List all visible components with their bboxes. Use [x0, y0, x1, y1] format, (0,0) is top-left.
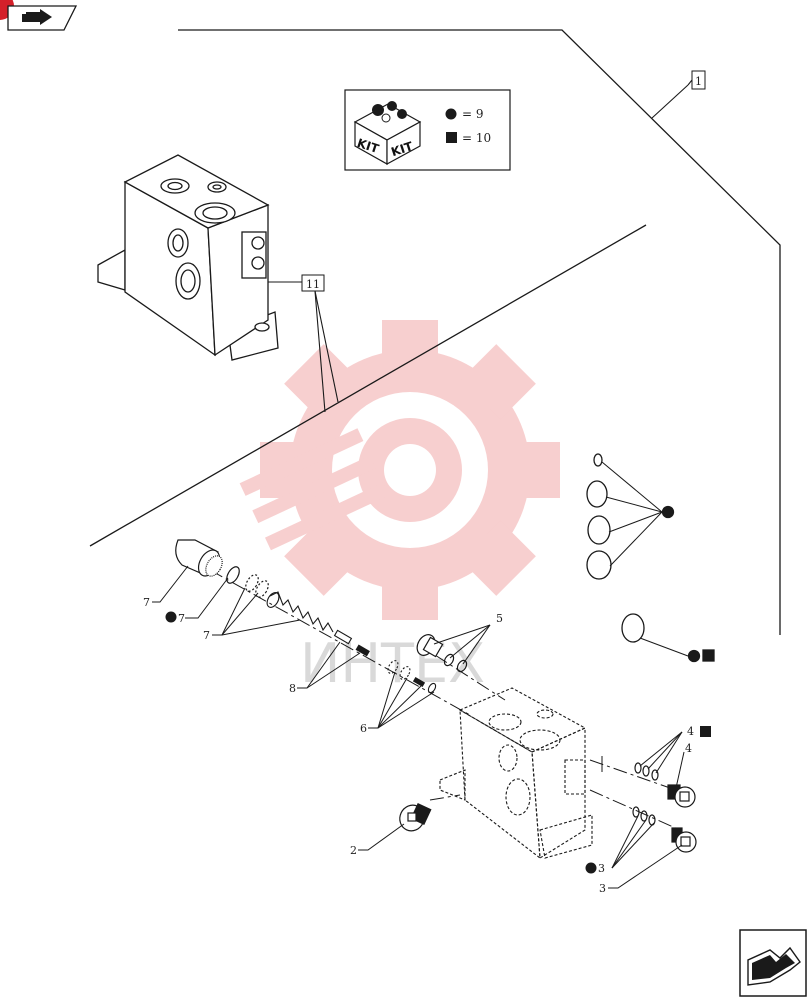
- part-7-cap: [175, 539, 223, 577]
- callout-1: 1: [651, 70, 706, 119]
- valve-body-exploded: [439, 687, 593, 860]
- callout-4-top-label: 4: [687, 725, 694, 738]
- callout-7-low-label: 7: [203, 629, 210, 642]
- callout-5: 5: [433, 612, 503, 665]
- o-ring-single: [621, 613, 715, 663]
- callout-11: 11: [268, 274, 339, 413]
- callout-6: 6: [360, 671, 435, 735]
- part-2-plug: [399, 802, 432, 832]
- callout-4-mid: 4: [675, 742, 692, 789]
- next-page-icon[interactable]: [739, 929, 807, 997]
- callout-7-top-label: 7: [143, 596, 150, 609]
- callout-7-top: 7: [143, 565, 189, 609]
- part-5-plug: [416, 634, 468, 673]
- kit-legend: KIT KIT = 9 = 10: [344, 89, 511, 171]
- part-7-rings: [226, 566, 269, 598]
- valve-section-assembled: [97, 154, 279, 361]
- part-7-spring: [266, 591, 334, 633]
- watermark-gear-logo: [239, 320, 560, 620]
- callout-7-mid: 7: [165, 577, 229, 625]
- callout-2: 2: [350, 823, 405, 857]
- callout-3-lower-label: 3: [599, 882, 606, 895]
- part-4-plug: [634, 762, 696, 808]
- callout-2-label: 2: [350, 844, 357, 857]
- callout-4-mid-label: 4: [685, 742, 692, 755]
- o-ring-single-square-marker: [702, 649, 715, 662]
- part-8-pin: [333, 629, 370, 657]
- callout-4-top: 4: [639, 725, 711, 774]
- part-6-rings: [387, 660, 437, 694]
- callout-5-label: 5: [496, 612, 503, 625]
- o-ring-kit-marker: [661, 505, 675, 519]
- legend-square-text: = 10: [462, 131, 491, 145]
- watermark-text: ИНТЕХ: [300, 632, 485, 695]
- callout-8: 8: [289, 641, 361, 695]
- callout-1-label: 1: [695, 75, 702, 88]
- legend-circle-icon: [445, 108, 457, 120]
- callout-3-upper: 3: [585, 815, 655, 875]
- prev-page-icon[interactable]: [0, 0, 78, 31]
- kit-label-left: KIT: [355, 136, 381, 156]
- callout-7-low: 7: [203, 587, 301, 642]
- legend-circle-text: = 9: [462, 107, 484, 121]
- kit-box-icon: KIT KIT: [353, 101, 422, 166]
- o-ring-set: [586, 453, 675, 580]
- callout-11-label: 11: [306, 278, 320, 291]
- callout-8-label: 8: [289, 682, 296, 695]
- o-ring-single-circle-marker: [687, 649, 701, 663]
- kit-label-right: KIT: [389, 139, 415, 159]
- axis-lines: [209, 569, 691, 831]
- callout-3-upper-label: 3: [598, 862, 605, 875]
- legend-square-icon: [446, 132, 457, 143]
- callout-7-mid-label: 7: [178, 612, 185, 625]
- callout-6-label: 6: [360, 722, 367, 735]
- assembly-outline: [89, 29, 781, 635]
- callout-3-lower: 3: [599, 844, 683, 895]
